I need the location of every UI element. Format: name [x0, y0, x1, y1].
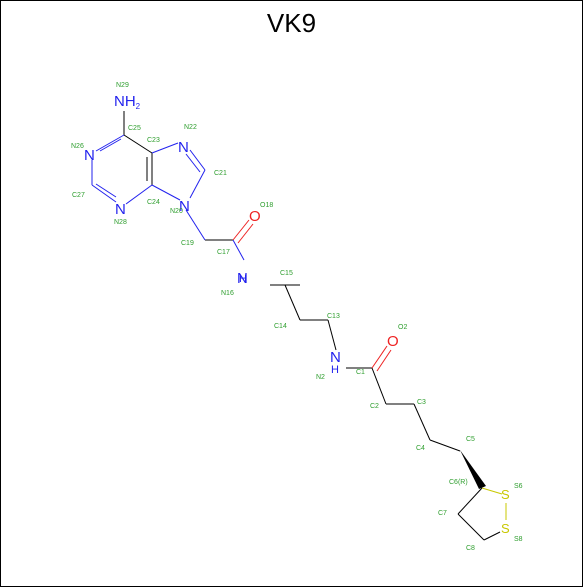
atom-n22: N [178, 139, 189, 156]
bond-c24-n20 [151, 184, 181, 201]
label-c7: C7 [438, 510, 447, 517]
bond-n22-c21-double [185, 153, 201, 173]
bond-c25-n26-double [99, 138, 122, 152]
atom-o18: O [249, 208, 261, 225]
label-o2: O2 [398, 324, 407, 331]
label-c21: C21 [214, 170, 227, 177]
bonds-sulfur [481, 487, 507, 520]
atom-s8: S [501, 521, 510, 536]
diagram-title: VK9 [266, 8, 317, 38]
label-n29: N29 [116, 82, 129, 89]
label-n2: N2 [316, 374, 325, 381]
label-c14: C14 [274, 323, 287, 330]
bond-c13-n2 [327, 319, 337, 351]
wedge-bond-c5-c6 [460, 450, 486, 489]
atom-n16: N [237, 270, 248, 287]
bond-c15-c14 [284, 284, 301, 321]
label-c1: C1 [356, 369, 365, 376]
bonds-oxygen [232, 219, 392, 372]
label-c15: C15 [280, 270, 293, 277]
atom-labels: N29 C25 N26 C23 N22 C21 C27 C24 N28 N20 … [71, 82, 523, 552]
atom-s6: S [501, 487, 510, 502]
bond-c23-n22 [151, 142, 179, 154]
label-n22: N22 [184, 124, 197, 131]
label-c17: C17 [217, 249, 230, 256]
label-c13: C13 [327, 313, 340, 320]
bond-n20-c19 [185, 209, 206, 241]
label-c24: C24 [147, 199, 160, 206]
bond-c17-n16 [232, 239, 245, 261]
label-c4: C4 [416, 445, 425, 452]
bond-n22-c21 [189, 149, 206, 171]
bond-c17-o18 [232, 219, 250, 241]
bond-c21-n20 [189, 169, 206, 199]
label-s8: S8 [514, 536, 523, 543]
atom-n2-h-text: H [331, 364, 339, 376]
bond-c27-n28-double [95, 183, 117, 198]
bond-c3-c4 [413, 403, 431, 441]
atom-n20: N [179, 198, 190, 215]
label-s6: S6 [514, 483, 523, 490]
label-c8: C8 [466, 545, 475, 552]
atom-n28: N [115, 201, 126, 218]
label-n20: N20 [170, 208, 183, 215]
label-c3: C3 [417, 399, 426, 406]
bond-c6-c7 [457, 487, 483, 515]
atom-n26: N [84, 147, 95, 164]
bond-c1-c2 [371, 367, 387, 405]
bonds-carbon [123, 111, 501, 541]
label-c2: C2 [370, 403, 379, 410]
bond-c6-s6 [481, 487, 503, 495]
bond-c7-c8 [457, 513, 485, 541]
label-n28: N28 [114, 219, 127, 226]
bond-c25-n26 [95, 134, 125, 152]
label-c19: C19 [181, 240, 194, 247]
bond-c27-n28 [91, 184, 117, 203]
bond-c1-o2 [371, 345, 388, 369]
bond-n28-c24 [125, 184, 153, 205]
label-c6: C6(R) [449, 479, 468, 486]
bond-c17-o18-double [237, 223, 254, 244]
label-c5: C5 [466, 436, 475, 443]
label-c27: C27 [72, 192, 85, 199]
bond-c8-s8 [483, 531, 501, 541]
atom-n16-h-text: H [239, 273, 247, 285]
label-o18: O18 [260, 202, 273, 209]
atom-n2: N [330, 349, 341, 366]
label-c23: C23 [147, 137, 160, 144]
label-c25: C25 [128, 125, 141, 132]
atom-o2: O [387, 333, 399, 350]
bond-c1-o2-double [376, 349, 392, 372]
bonds-nitrogen [91, 134, 245, 261]
label-n16: N16 [221, 290, 234, 297]
label-n26: N26 [71, 143, 84, 150]
atom-n29: NH2 [114, 93, 141, 111]
bond-c4-c5 [429, 439, 461, 452]
bond-c25-c23 [123, 134, 153, 154]
